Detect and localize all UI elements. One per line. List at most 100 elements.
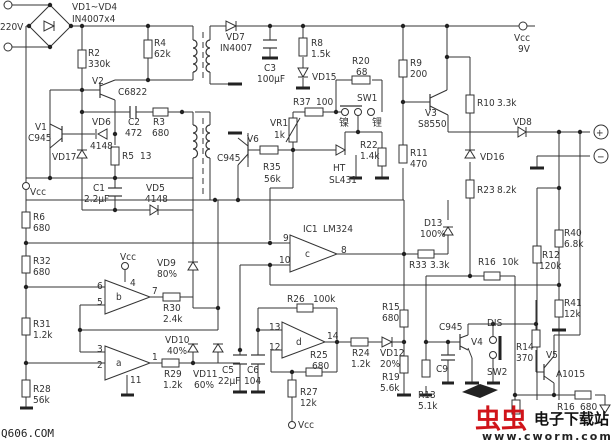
resistor-R5: [110, 146, 120, 166]
ac-input-label: 220V: [0, 22, 24, 33]
HT-value: SL431: [329, 175, 357, 186]
opamp-a: [104, 345, 152, 381]
C2-name: C2: [128, 117, 140, 128]
sw2-contact: [489, 351, 497, 359]
resistor-R33: [417, 249, 435, 259]
led-VD15-icon: [297, 67, 309, 79]
R37-value: 100: [316, 97, 333, 108]
C1-name: C1: [93, 183, 105, 194]
R15-name: R15: [382, 302, 400, 313]
opamp-b-pin6: 6: [97, 281, 103, 292]
R29-value: 1.2k: [163, 380, 183, 391]
V1-name: V1: [35, 122, 47, 133]
resistor-R15: [399, 309, 409, 328]
R11-name: R11: [410, 148, 428, 159]
diode-VD5-icon: [149, 204, 159, 216]
opamp-b-pin4: 4: [130, 278, 136, 289]
VD16-name: VD16: [480, 152, 505, 163]
R14-value: 370: [516, 353, 533, 364]
D13-value: 100%: [420, 229, 446, 240]
labels: 220V VD1~VD4 IN4007x4 R2 330k R4 62k V2 …: [0, 2, 605, 431]
bridge-value: IN4007x4: [72, 14, 116, 25]
opamp-b-label: b: [116, 292, 122, 303]
transistors: [49, 79, 555, 384]
vcc-value: 9V: [518, 44, 531, 55]
bridge-name: VD1~VD4: [72, 2, 117, 13]
capacitors: [108, 39, 455, 365]
R19-value: 5.6k: [380, 383, 400, 394]
resistor-R8: [298, 37, 308, 57]
V4-value: C945: [439, 322, 462, 333]
C6-name: C6: [247, 365, 259, 376]
resistor-R14: [531, 329, 541, 348]
V6-name: V6: [247, 134, 259, 145]
R32-name: R32: [33, 256, 51, 267]
C9-name: C9: [436, 364, 448, 375]
R2-name: R2: [88, 48, 100, 59]
output-plus-label: +: [596, 128, 604, 139]
watermark-brand-cn: 电子下载站: [534, 410, 609, 428]
resistor-R6: [21, 211, 31, 229]
C6-value: 104: [244, 376, 261, 387]
resistor-R31: [21, 317, 31, 336]
R23-value: 8.2k: [497, 185, 517, 196]
R12-value: 120k: [539, 261, 562, 272]
R10-value: 3.3k: [497, 98, 517, 109]
D13-name: D13: [424, 218, 442, 229]
VD7-name: VD7: [226, 32, 245, 43]
R30-value: 2.4k: [163, 314, 183, 325]
SW1-name: SW1: [357, 93, 377, 104]
switches[interactable]: [340, 105, 502, 360]
R24-name: R24: [352, 348, 370, 359]
R6-name: R6: [33, 212, 45, 223]
R27-value: 12k: [300, 398, 317, 409]
R10-name: R10: [477, 98, 495, 109]
opamp-a-pin11: 11: [130, 375, 141, 386]
R4-value: 62k: [154, 49, 171, 60]
C5-name: C5: [222, 365, 234, 376]
resistor-R35: [259, 145, 279, 155]
resistor-R4: [143, 39, 153, 59]
vcc-left-label: Vcc: [30, 187, 46, 198]
vcc-terminal-b: [121, 262, 129, 270]
IC1-name: IC1: [303, 224, 318, 235]
led-VD10-icon: [187, 343, 199, 353]
resistor-R37: [304, 107, 324, 117]
C3-value: 100μF: [257, 74, 285, 85]
R30-name: R30: [163, 303, 181, 314]
R20-name: R20: [352, 56, 370, 67]
transformer-coils: [192, 39, 211, 159]
VR1-value: 1k: [274, 130, 286, 141]
output-minus-label: −: [597, 152, 605, 163]
R16-10k-name: R16: [478, 257, 496, 268]
opamp-c-label: c: [305, 249, 310, 260]
diodes: [43, 20, 611, 414]
diode-VD7-icon: [225, 20, 238, 32]
led-VD11-icon: [212, 343, 224, 353]
opamp-b-pin5: 5: [97, 297, 103, 308]
output-minus-terminal: [593, 148, 609, 164]
resistor-R32: [21, 255, 31, 274]
resistor-R12: [532, 245, 542, 264]
R11-value: 470: [410, 159, 427, 170]
opamp-a-pin3: 3: [97, 344, 103, 355]
R26-name: R26: [287, 294, 305, 305]
R35-value: 56k: [264, 174, 281, 185]
R25-value: 680: [312, 361, 329, 372]
watermark-left: Q606.COM: [1, 427, 54, 440]
opamp-d-pin14: 14: [327, 331, 339, 342]
opamp-d: [281, 321, 327, 359]
R9-value: 200: [410, 69, 427, 80]
VD12-value: 20%: [380, 359, 400, 370]
opamp-c-pin8: 8: [341, 245, 347, 256]
output-plus-terminal: [593, 124, 609, 140]
resistor-R29: [161, 358, 180, 368]
led-D13-icon: [442, 226, 454, 236]
resistor-R28: [21, 379, 31, 398]
R35-name: R35: [263, 162, 281, 173]
R2-value: 330k: [88, 59, 111, 70]
resistor-R13: [421, 359, 431, 378]
VD9-name: VD9: [157, 258, 176, 269]
VD10-value: 40%: [167, 346, 187, 357]
